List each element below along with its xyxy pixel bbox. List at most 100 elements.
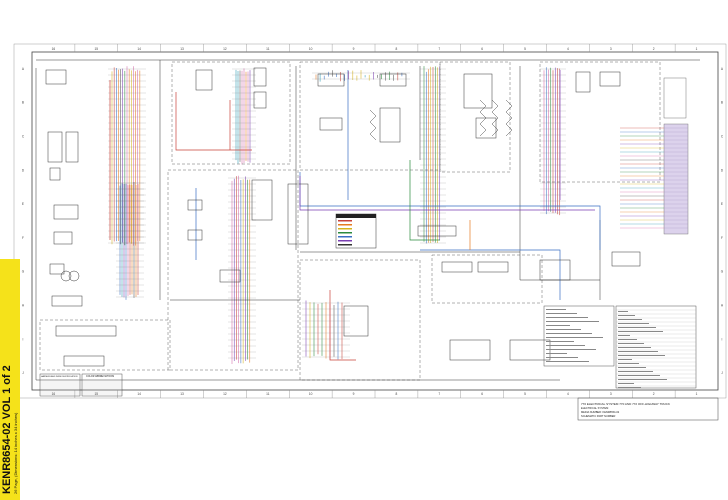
parts-row-text bbox=[618, 339, 637, 340]
grid-row-label-left: G bbox=[22, 270, 25, 274]
grid-row-label-right: D bbox=[721, 168, 724, 172]
notes-row-text bbox=[546, 329, 581, 330]
grid-row-label-left: A bbox=[22, 67, 25, 71]
grid-row-label-right: C bbox=[721, 135, 724, 139]
grid-col-label-bottom: 14 bbox=[137, 392, 141, 396]
grid-col-label-bottom: 3 bbox=[610, 392, 612, 396]
notes-row-text bbox=[546, 341, 574, 342]
wire-bundle-lower-center bbox=[312, 70, 410, 82]
grid-col-label-bottom: 9 bbox=[353, 392, 355, 396]
grid-col-label-top: 16 bbox=[52, 47, 56, 51]
grid-row-label-right: E bbox=[721, 202, 723, 206]
parts-row-text bbox=[618, 371, 653, 372]
wire-bundle-center-right bbox=[420, 66, 446, 244]
grid-col-label-top: 15 bbox=[95, 47, 99, 51]
parts-row-text bbox=[618, 379, 667, 380]
grid-row-label-right: G bbox=[721, 270, 724, 274]
wire-bundle-right bbox=[540, 67, 566, 216]
grid-row-labels-left: A B C D E F G H I J bbox=[22, 67, 25, 375]
grid-col-label-top: 8 bbox=[396, 47, 398, 51]
parts-row-text bbox=[618, 351, 658, 352]
grid-row-label-right: F bbox=[721, 236, 723, 240]
parts-table bbox=[543, 305, 697, 389]
parts-row-text bbox=[618, 331, 663, 332]
grid-col-label-top: 14 bbox=[137, 47, 141, 51]
parts-row-text bbox=[618, 343, 644, 344]
notes-row-text bbox=[546, 345, 585, 346]
bus-lines bbox=[35, 59, 700, 381]
grid-row-label-left: D bbox=[22, 168, 25, 172]
wire-legend-panel bbox=[335, 213, 377, 249]
color-abbrev-title: COLOR ABBREVIATIONS bbox=[86, 375, 115, 378]
notes-row-text bbox=[546, 309, 566, 310]
parts-row-text bbox=[618, 323, 649, 324]
title-block-line-2: MEDIA NUMBER: KENR8654-02 bbox=[581, 410, 620, 414]
parts-row-text bbox=[618, 387, 641, 388]
grid-col-label-bottom: 6 bbox=[481, 392, 483, 396]
switch-network bbox=[369, 99, 513, 141]
right-connector-table bbox=[663, 77, 689, 235]
notes-row-text bbox=[546, 317, 588, 318]
notes-row-text bbox=[546, 313, 577, 314]
wire-bundle-center-left bbox=[232, 68, 256, 165]
wire-bundle-left-2 bbox=[116, 182, 144, 300]
grid-row-label-left: H bbox=[22, 304, 25, 308]
grid-col-label-top: 5 bbox=[524, 47, 526, 51]
grid-col-label-bottom: 7 bbox=[438, 392, 440, 396]
notes-row-text bbox=[546, 321, 599, 322]
grid-row-label-left: C bbox=[22, 135, 25, 139]
parts-row-text bbox=[618, 335, 630, 336]
parts-row-text bbox=[618, 363, 639, 364]
parts-row-text bbox=[618, 355, 665, 356]
grid-col-label-top: 10 bbox=[309, 47, 313, 51]
grid-col-label-top: 12 bbox=[223, 47, 227, 51]
grid-row-label-left: F bbox=[22, 236, 24, 240]
document-dimensions: 26 Page, (Dimensions: 14 inches x 34 inc… bbox=[13, 412, 18, 494]
grid-col-label-bottom: 8 bbox=[396, 392, 398, 396]
component-blocks bbox=[187, 67, 641, 361]
left-component-column bbox=[45, 69, 117, 367]
grid-row-label-right: B bbox=[721, 101, 723, 105]
grid-col-label-bottom: 1 bbox=[696, 392, 698, 396]
grid-row-label-right: A bbox=[721, 67, 724, 71]
parts-row-text bbox=[618, 315, 635, 316]
title-block-line-3: SCHEMATIC PART NUMBER bbox=[581, 414, 616, 418]
notes-row-text bbox=[546, 333, 592, 334]
notes-row-text bbox=[546, 353, 567, 354]
notes-row-text bbox=[546, 349, 596, 350]
grid-col-label-bottom: 11 bbox=[266, 392, 270, 396]
grid-col-label-top: 3 bbox=[610, 47, 612, 51]
grid-col-label-bottom: 5 bbox=[524, 392, 526, 396]
parts-row-text bbox=[618, 311, 628, 312]
sheet-border bbox=[31, 51, 719, 391]
parts-row-text bbox=[618, 347, 651, 348]
title-block: 770 ELECTRICAL SYSTEM 770 AND 772 OFF-HI… bbox=[577, 397, 719, 421]
harness-legend-table: HARNESS AND WIRE IDENTIFICATION bbox=[39, 373, 81, 397]
parts-row-text bbox=[618, 375, 660, 376]
title-block-title: 770 ELECTRICAL SYSTEM 770 AND 772 OFF-HI… bbox=[581, 402, 670, 406]
parts-row-text bbox=[618, 367, 646, 368]
title-block-line-1: ELECTRICAL SYSTEM bbox=[581, 406, 608, 410]
grid-row-label-left: I bbox=[23, 337, 24, 341]
grid-row-label-left: E bbox=[22, 202, 24, 206]
grid-row-label-right: H bbox=[721, 304, 724, 308]
grid-col-label-bottom: 10 bbox=[309, 392, 313, 396]
grid-col-label-top: 13 bbox=[180, 47, 184, 51]
notes-row-text bbox=[546, 361, 589, 362]
grid-row-label-left: J bbox=[22, 371, 24, 375]
outer-frame bbox=[13, 43, 727, 399]
notes-row-text bbox=[546, 357, 578, 358]
right-table-lines bbox=[620, 127, 688, 229]
grid-col-label-top: 11 bbox=[266, 47, 270, 51]
wire-bundle-lower-left bbox=[302, 300, 350, 360]
parts-row-text bbox=[618, 359, 632, 360]
signal-runs bbox=[109, 70, 601, 361]
grid-row-label-left: B bbox=[22, 101, 24, 105]
parts-row-text bbox=[618, 383, 634, 384]
parts-row-text bbox=[618, 327, 656, 328]
grid-col-label-bottom: 2 bbox=[653, 392, 655, 396]
